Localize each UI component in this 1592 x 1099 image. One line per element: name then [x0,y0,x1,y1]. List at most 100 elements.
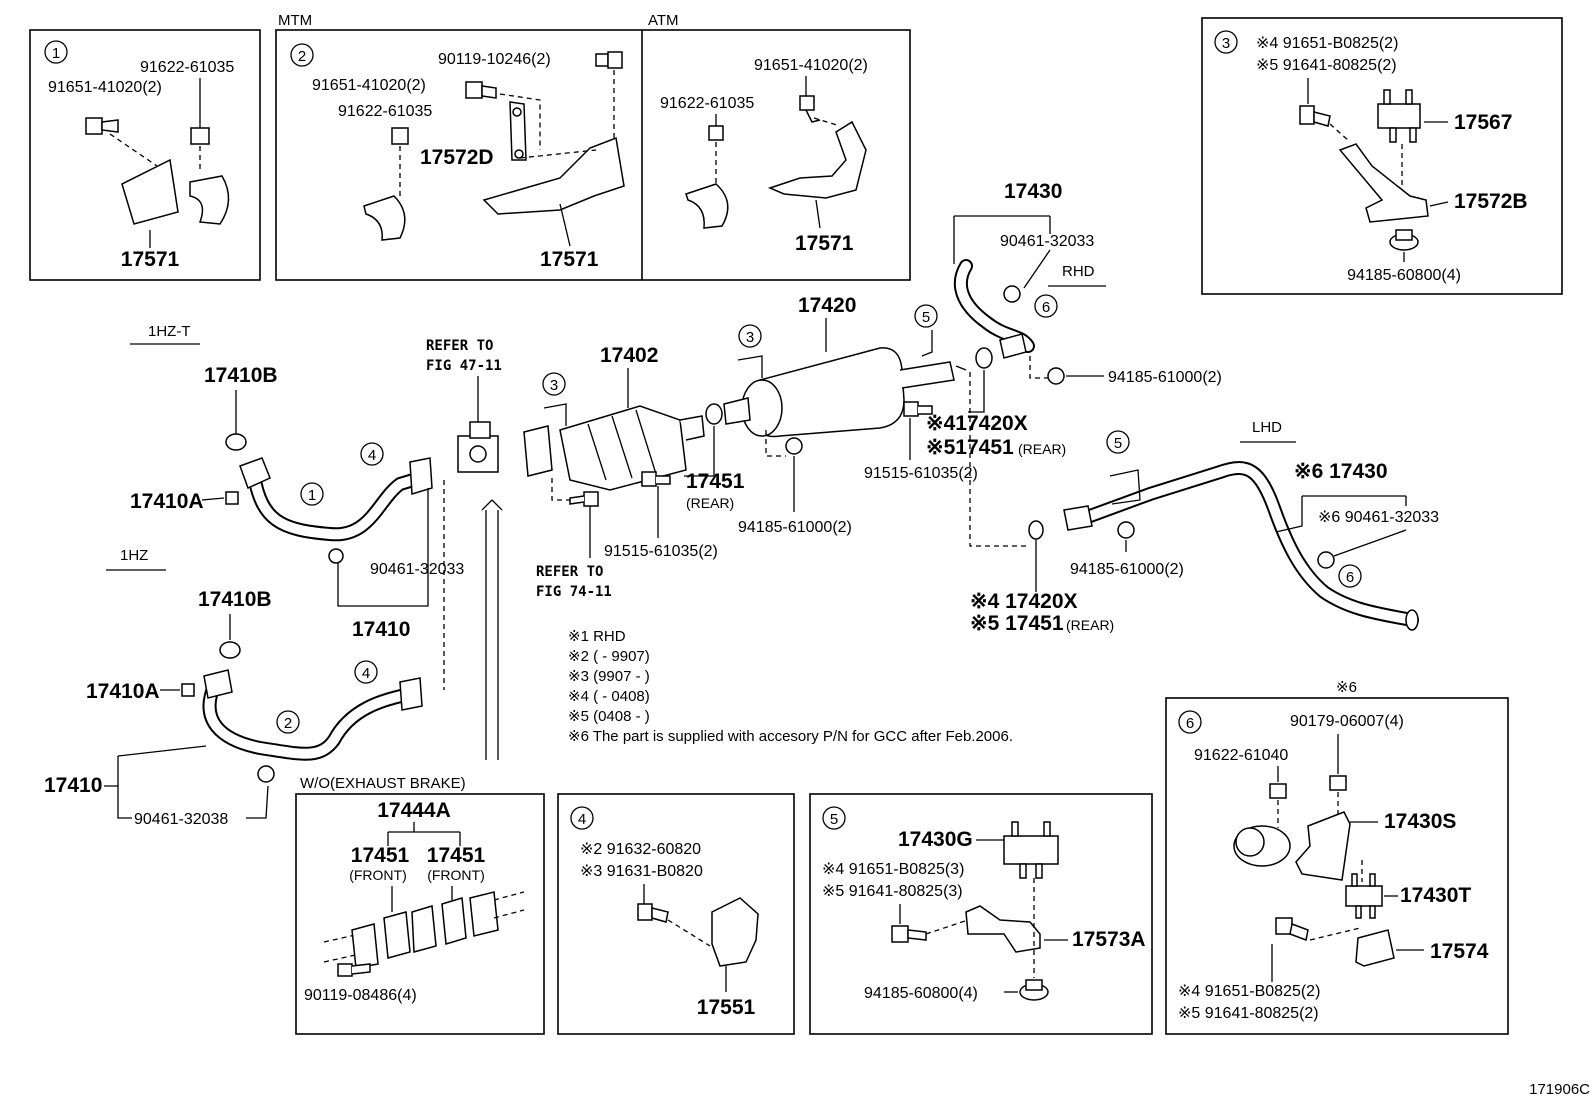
panel-3-pn-c: 17567 [1454,111,1512,134]
pn-90461-32033-lhd: ※6 90461-32033 [1318,509,1439,526]
front-pipe-1hz [202,669,423,761]
callout-5b-circle [1106,430,1130,454]
mtm-bolt-icon [595,51,623,69]
panel-1-pn-a: 91622-61035 [140,59,234,76]
callout-6-circle [1034,294,1058,318]
refer-74-line1: REFER TO [536,564,603,580]
pn-17410b-lower: 17410B [198,588,272,611]
panel-6-pn-b: 91622-61040 [1194,747,1288,764]
pn-17420x-a: ※417420X [926,412,1028,435]
front-pipe-1hz-t [239,457,433,542]
panel-2-number-circle [290,43,314,67]
callout-5b: 5 [1114,435,1122,452]
panel-1-pn-b: 91651-41020(2) [48,79,162,96]
panel-2-number: 2 [298,48,306,65]
panel-6-number: 6 [1186,715,1194,732]
gasket-icon-17420x [975,347,993,369]
atm-clamp-icon [685,183,729,229]
mtm-pn-a: 90119-10246(2) [438,51,551,68]
mtm-pn-d: 17572D [420,146,494,169]
exhaust-brake-pn-c: 17451 [427,844,486,867]
note-5: ※5 (0408 - ) [568,708,650,725]
mtm-label: MTM [278,12,312,29]
bolt-icon-91515 [641,471,671,487]
pipe-clamp-icon-lhd [1317,551,1335,569]
panel-3-pn-a: ※4 91651-B0825(2) [1256,35,1398,52]
panel-2-frame [275,29,911,281]
pn-90461-32038: 90461-32038 [134,811,228,828]
callout-1: 1 [308,487,316,504]
panel-5-pn-a: 17430G [898,828,973,851]
panel-5-number: 5 [830,811,838,828]
pn-94185-61000-a: 94185-61000(2) [738,519,852,536]
pn-17410a-upper: 17410A [130,490,204,513]
panel-3-number: 3 [1222,35,1230,52]
panel-6-pn-f: ※4 91651-B0825(2) [1178,983,1320,1000]
bolt-icon-91515-b [903,401,933,417]
exhaust-brake-pn-b: 17451 [351,844,410,867]
panel-4-bracket-icon [711,897,759,967]
panel-6-header: ※6 [1336,679,1357,696]
pn-91515-61035-a: 91515-61035(2) [604,543,718,560]
atm-bolt-icon [799,95,821,123]
callout-2: 2 [284,715,292,732]
panel-3-pn-b: ※5 91641-80825(2) [1256,57,1397,74]
mtm-nut-icon [391,127,409,145]
panel-5-mount-icon [1003,821,1059,879]
exhaust-brake-pn-b-note: (FRONT) [349,867,407,883]
atm-label: ATM [648,12,679,29]
gasket-icon-17451 [705,403,723,425]
rear-note-b: (REAR) [1018,441,1066,457]
panel-6-hanger-icon [1295,811,1351,881]
atm-pn-a: 91651-41020(2) [754,57,868,74]
callout-4b-circle [354,660,378,684]
panel-5-frame [809,793,1153,1035]
pn-17430-rhd: 17430 [1004,180,1062,203]
pn-17420x-b: ※4 17420X [970,590,1078,613]
panel-1-bolt-icon [85,117,119,135]
callout-3b: 3 [746,329,754,346]
exhaust-brake-frame [295,793,545,1035]
panel-3-bracket-icon [1338,143,1429,223]
exhaust-brake-pn-d: 90119-08486(4) [304,987,417,1004]
rubber-mount-icon [785,437,803,455]
panel-3-number-circle [1214,30,1238,54]
figure-number: 171906C [1529,1081,1590,1098]
panel-4-pn-c: 17551 [697,996,756,1019]
exhaust-brake-valve-icon [457,421,499,473]
mtm-pn-c: 91622-61035 [338,103,432,120]
panel-6-pn-a: 90179-06007(4) [1290,713,1404,730]
callout-6b: 6 [1346,569,1354,586]
panel-6-mount-icon [1345,873,1383,919]
panel-1-frame [29,29,261,281]
callout-3: 3 [550,377,558,394]
atm-nut-icon [708,125,724,141]
label-1hz: 1HZ [120,547,148,564]
mtm-pn-e: 17571 [540,248,599,271]
panel-5-number-circle [822,806,846,830]
tail-pipe-lhd [1063,461,1419,631]
pn-94185-61000-b: 94185-61000(2) [1108,369,1222,386]
refer-47-line1: REFER TO [426,338,493,354]
pipe-clamp-icon [328,548,344,564]
pn-17451: 17451 [686,470,745,493]
pn-17410-lower: 17410 [44,774,102,797]
panel-6-bolt-icon [1275,917,1309,942]
panel-1-pn-c: 17571 [121,248,180,271]
atm-pn-b: 91622-61035 [660,95,754,112]
panel-6-pn-e: 17574 [1430,940,1489,963]
gasket-icon [225,433,247,451]
panel-1-bracket-icon [121,158,230,225]
nut-icon [225,491,239,505]
panel-3-bolt-icon [1299,105,1331,127]
pipe-clamp-icon-rhd [1003,285,1021,303]
pn-17451-c: ※5 17451 [970,612,1064,635]
panel-5-pn-d: 17573A [1072,928,1146,951]
note-4: ※4 ( - 0408) [568,688,650,705]
atm-bracket-icon [767,120,867,199]
mtm-bracket-icon [482,136,625,215]
panel-6-bracket-icon [1355,929,1395,967]
pipe-clamp-icon-lower [257,765,275,783]
pn-17420: 17420 [798,294,856,317]
